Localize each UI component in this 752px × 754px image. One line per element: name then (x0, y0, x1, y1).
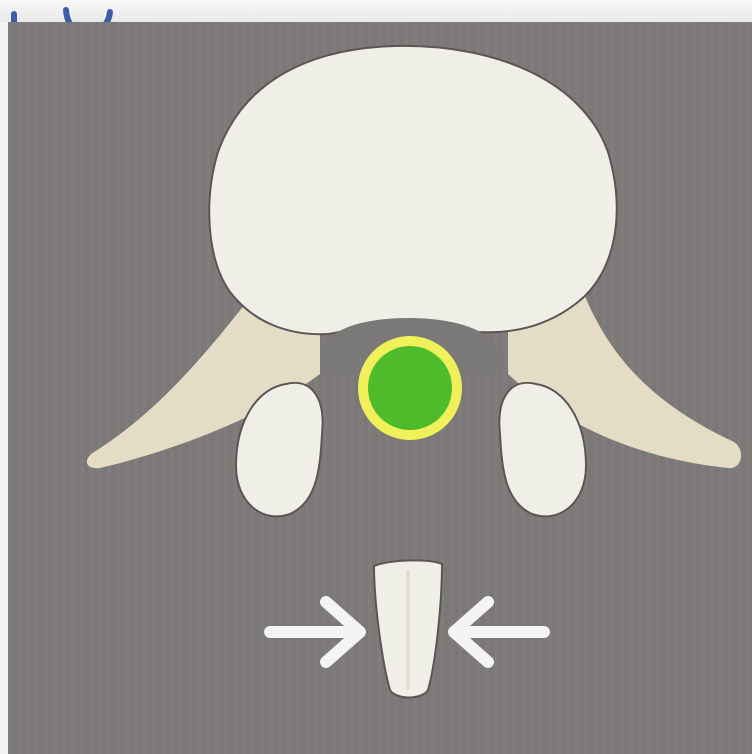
vertebral-body (209, 46, 616, 334)
vertebra-cross-section-diagram (8, 22, 752, 754)
spinal-cord (368, 346, 452, 430)
